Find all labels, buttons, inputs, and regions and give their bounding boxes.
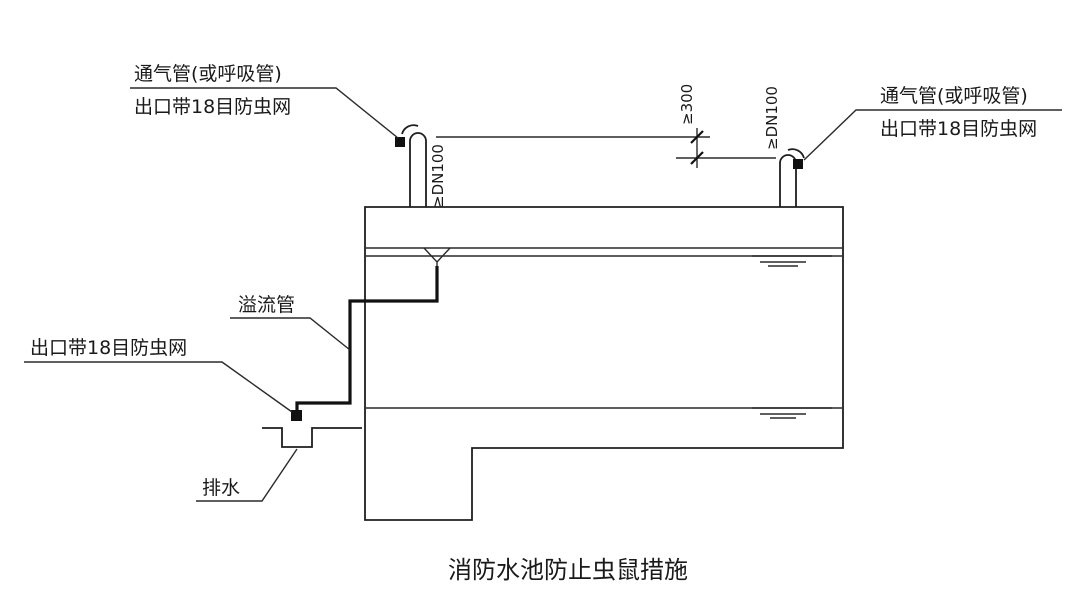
overflow-funnel [423,247,451,268]
left-vent-label-line2: 出口带18目防虫网 [134,96,291,118]
overflow-pipe-label: 溢流管 [238,294,295,316]
right-pipe-dn-label: ≥DN100 [763,86,781,150]
tank-outline [364,206,844,521]
diagram-title: 消防水池防止虫鼠措施 [448,556,688,584]
low-water-level-symbol [752,407,832,419]
height-dim-tick-top [690,130,704,144]
left-vent-insect-screen-icon [395,137,405,147]
right-vent-label-line2: 出口带18目防虫网 [880,118,1037,140]
drain-leader-line [196,448,298,502]
height-diff-label: ≥300 [678,84,696,125]
drain-label: 排水 [202,477,240,499]
left-vent-pipe [409,132,427,207]
outlet-screen-leader-line [24,361,293,413]
overflow-outlet-insect-screen-icon [291,410,302,421]
right-vent-leader-line [803,109,1062,161]
right-vent-insect-screen-icon [793,159,803,169]
height-dim-tick-bottom [690,151,704,165]
left-vent-label-line1: 通气管(或呼吸管) [134,63,282,85]
left-vent-leader-line [130,87,399,139]
left-vent-pipe-outlet [401,124,419,135]
drain-pit [262,427,362,448]
overflow-pipe-leader-line [230,317,351,351]
high-water-level-symbol [752,255,832,267]
outlet-screen-label: 出口带18目防虫网 [30,337,187,359]
right-vent-label-line1: 通气管(或呼吸管) [880,85,1028,107]
left-pipe-dn-label: ≥DN100 [429,144,447,208]
right-vent-pipe-outlet [787,148,805,159]
overflow-pipe [295,266,439,414]
